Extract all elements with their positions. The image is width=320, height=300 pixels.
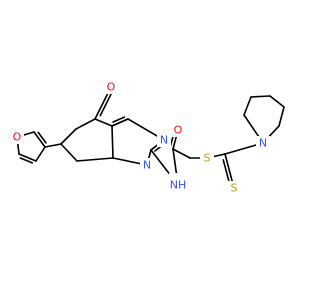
bond-line: [19, 157, 34, 164]
molecule-structure-diagram: O O N N NH O S S: [10, 80, 285, 197]
bond-line: [37, 131, 47, 144]
bond-line: [112, 116, 126, 123]
atom-ring-nitrogen-top: N: [157, 133, 171, 147]
bond-line: [76, 157, 114, 162]
bond-line: [33, 131, 46, 148]
atom-ketone-oxygen: O: [104, 80, 118, 94]
atom-amide-nh: NH: [169, 173, 189, 197]
atom-furan-oxygen: O: [10, 130, 24, 144]
bond-line: [172, 148, 191, 159]
bond-line: [44, 143, 62, 148]
atom-ring-nitrogen-bottom: N: [140, 158, 154, 172]
atom-thioester-sulfur: S: [200, 151, 214, 165]
bond-line: [94, 118, 113, 127]
atom-amide-oxygen: O: [171, 123, 185, 137]
amide-oxygen-label: O: [174, 124, 183, 137]
bond-line: [222, 159, 231, 185]
furan-oxygen-label: O: [13, 131, 22, 144]
bond-line: [60, 128, 77, 145]
amide-nh-label: NH: [170, 179, 187, 192]
bond-line: [111, 125, 114, 159]
bond-line: [278, 106, 285, 127]
thione-sulfur-label: S: [231, 182, 238, 195]
ketone-oxygen-label: O: [107, 81, 116, 94]
atom-piperidine-nitrogen: N: [256, 136, 270, 150]
atom-label-layer: O O N N NH O S S: [10, 80, 270, 197]
bond-line: [269, 95, 285, 108]
bond-line: [111, 118, 129, 127]
ring-nitrogen-bottom-label: N: [143, 159, 151, 172]
bond-line: [18, 153, 37, 162]
atom-thione-sulfur: S: [227, 181, 241, 195]
bond-line: [60, 143, 78, 162]
bond-line: [99, 92, 113, 117]
bond-layer: [16, 86, 285, 189]
bond-line: [35, 146, 46, 162]
bond-line: [243, 96, 252, 116]
thioester-sulfur-label: S: [204, 152, 211, 165]
bond-line: [250, 95, 271, 98]
bond-line: [75, 118, 96, 130]
ring-nitrogen-top-label: N: [160, 134, 168, 147]
piperidine-nitrogen-label: N: [259, 137, 267, 150]
